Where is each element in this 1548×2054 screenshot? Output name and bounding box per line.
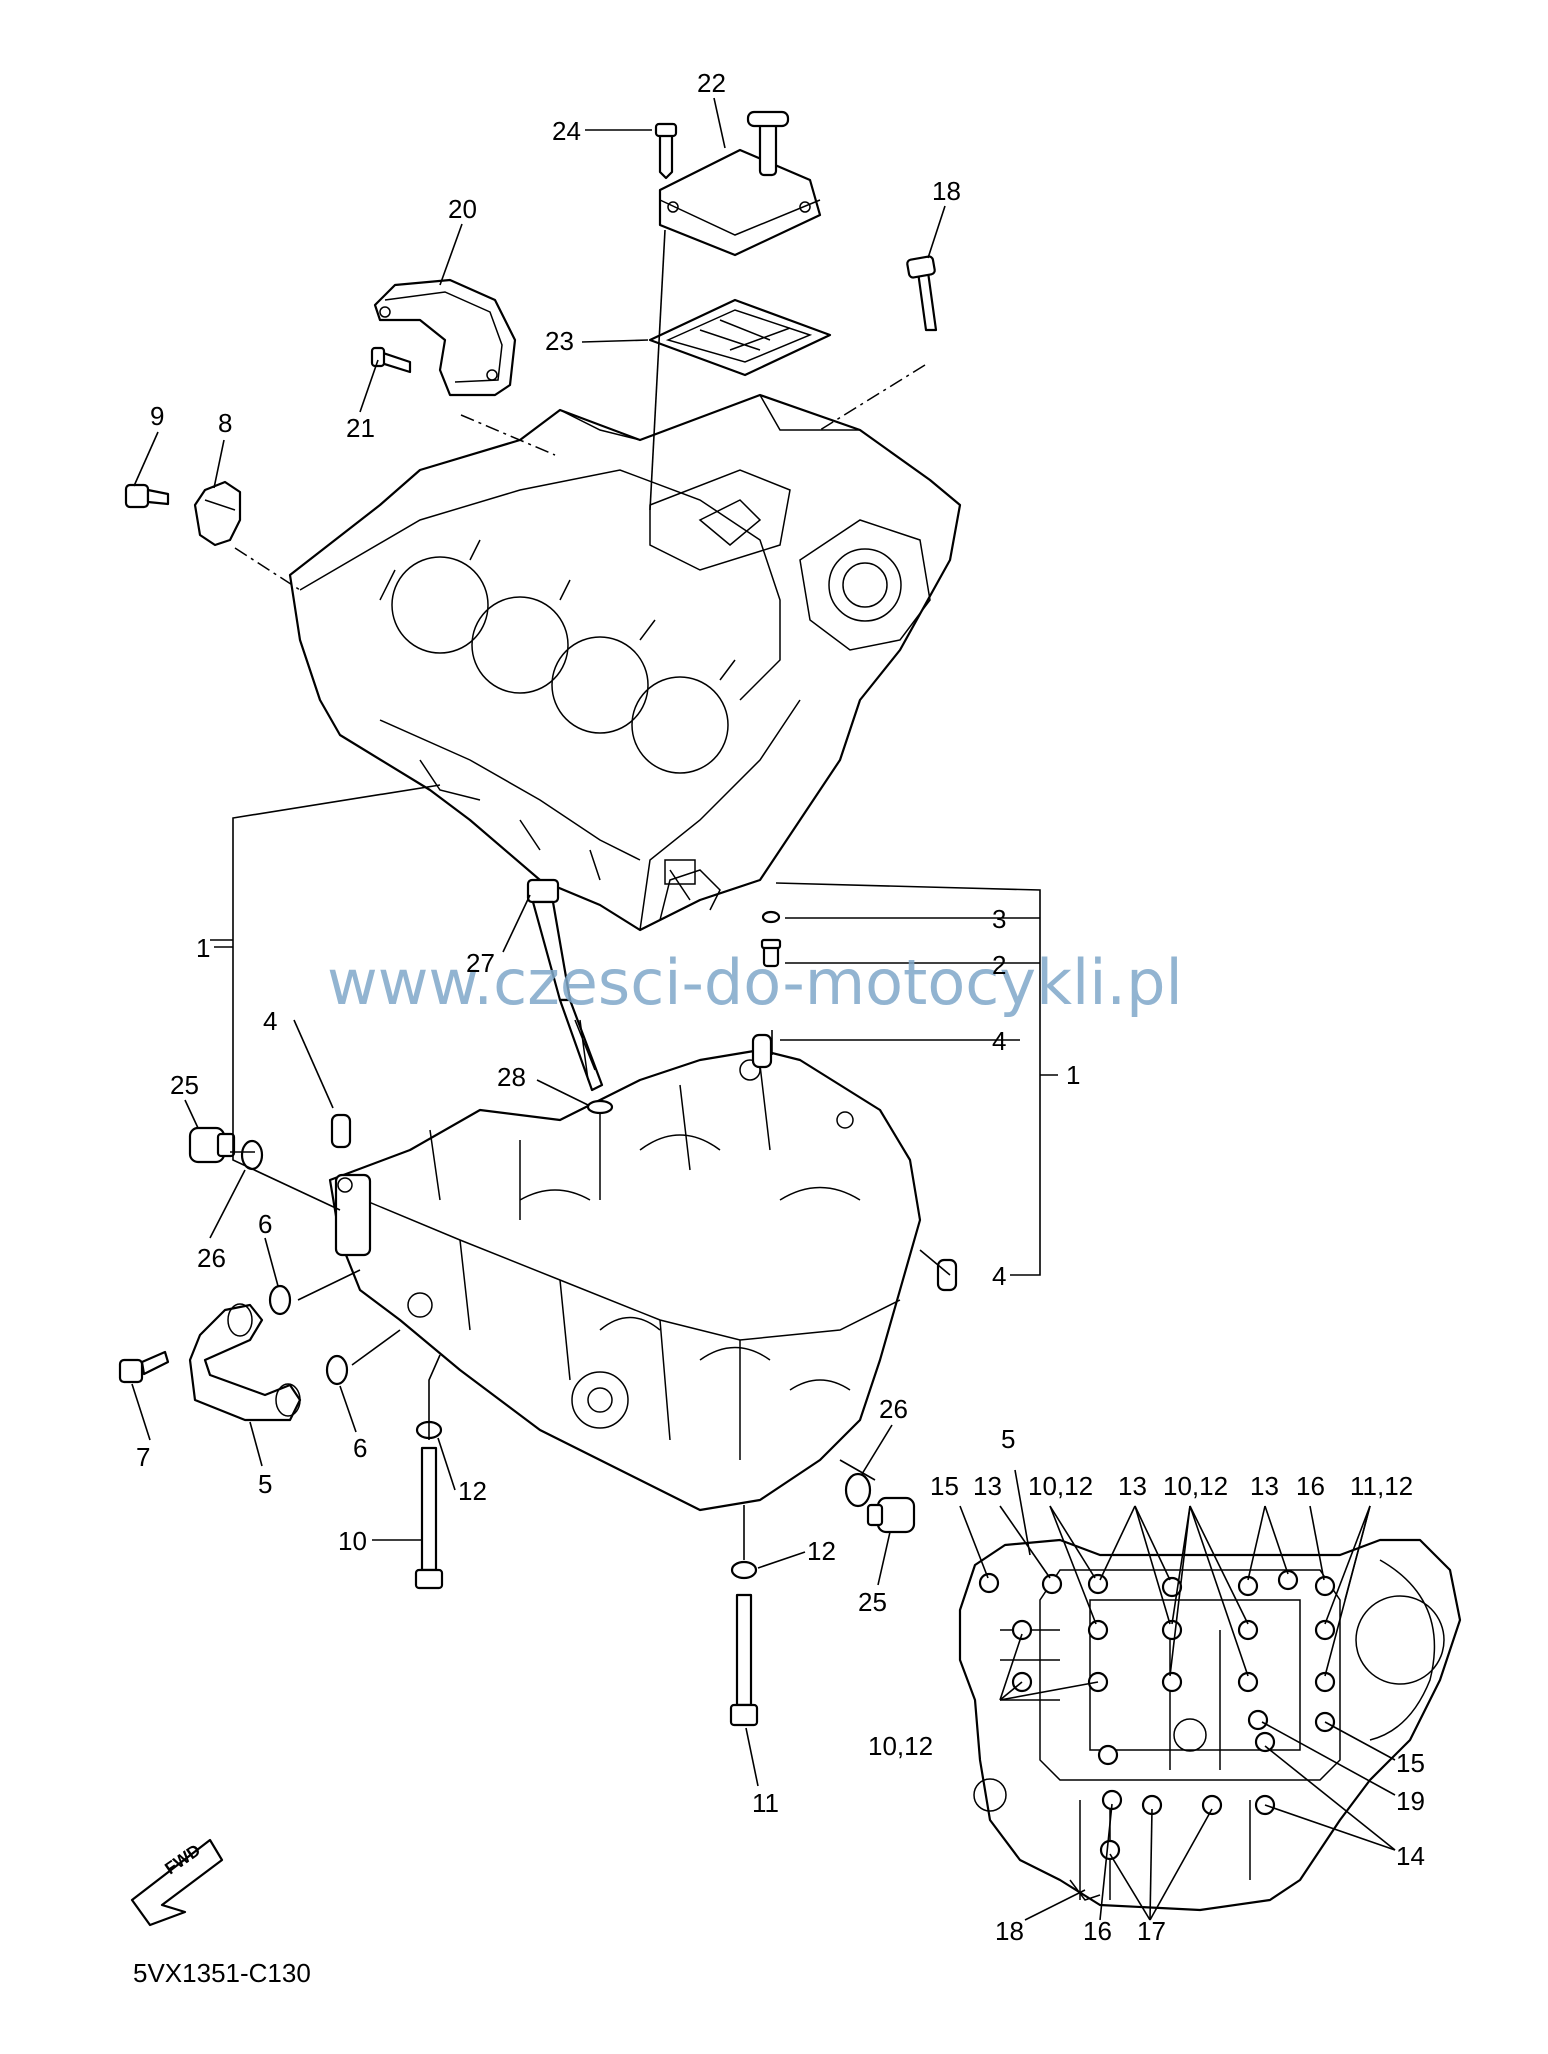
watermark-url: www.czesci-do-motocykli.pl [327, 946, 1183, 1019]
washer-6-upper [268, 1284, 292, 1316]
bolt-18 [906, 255, 938, 332]
fwd-arrow-icon: FWD [130, 1838, 224, 1927]
callout-3: 3 [992, 904, 1006, 934]
dipstick-27 [526, 878, 604, 1092]
washer-6-lower [325, 1354, 349, 1386]
detail-callout-5: 5 [1001, 1424, 1015, 1454]
detail-callout-15-bottom: 15 [1396, 1748, 1425, 1778]
callout-26-left: 26 [197, 1243, 226, 1273]
detail-callout-19: 19 [1396, 1786, 1425, 1816]
detail-leaders [959, 1469, 1396, 1921]
callout-10: 10 [338, 1526, 367, 1556]
callout-24: 24 [552, 116, 581, 146]
washer-12-right [730, 1560, 758, 1580]
detail-callout-13-a: 13 [973, 1471, 1002, 1501]
breather-cover-assembly [648, 110, 832, 377]
detail-callout-16-top: 16 [1296, 1471, 1325, 1501]
callout-4-left: 4 [263, 1006, 277, 1036]
callout-labels: 22 24 18 20 23 21 9 8 1 3 2 4 4 1 4 27 2… [136, 68, 1425, 1946]
o-ring-28 [586, 1099, 614, 1115]
bolt-11 [729, 1593, 759, 1727]
callout-25-right: 25 [858, 1587, 887, 1617]
callout-2: 2 [992, 950, 1006, 980]
bracket-1 [210, 784, 1058, 1276]
dowel-pin-right [936, 1258, 958, 1292]
callout-18: 18 [932, 176, 961, 206]
cover-20 [370, 278, 517, 397]
detail-callout-13-c: 13 [1250, 1471, 1279, 1501]
callout-4-center: 4 [992, 1026, 1006, 1056]
dowel-pin-left [330, 1113, 352, 1149]
detail-callout-13-b: 13 [1118, 1471, 1147, 1501]
callout-leaders [131, 97, 946, 1787]
drain-plug-25-left [188, 1126, 236, 1164]
bolt-9 [124, 483, 170, 509]
detail-callout-17: 17 [1137, 1916, 1166, 1946]
bolt-24 [658, 130, 674, 180]
callout-11: 11 [752, 1788, 779, 1818]
callout-6-lower: 6 [353, 1433, 367, 1463]
detail-view-bottom [958, 1538, 1462, 1912]
callout-28: 28 [497, 1062, 526, 1092]
upper-crankcase [288, 393, 962, 932]
detail-callout-10-12-c: 10,12 [868, 1731, 933, 1761]
detail-callout-16-bottom: 16 [1083, 1916, 1112, 1946]
washer-26-right [844, 1472, 872, 1508]
callout-5: 5 [258, 1469, 272, 1499]
callout-22: 22 [697, 68, 726, 98]
callout-12-right: 12 [807, 1536, 836, 1566]
callout-4-right: 4 [992, 1261, 1006, 1291]
callout-8: 8 [218, 408, 232, 438]
callout-23: 23 [545, 326, 574, 356]
oil-pipe-5 [188, 1303, 302, 1422]
assembly-lines [230, 229, 951, 1560]
callout-20: 20 [448, 194, 477, 224]
detail-callout-14: 14 [1396, 1841, 1425, 1871]
detail-callout-18: 18 [995, 1916, 1024, 1946]
callout-26-right: 26 [879, 1394, 908, 1424]
o-ring-3 [761, 910, 781, 924]
dowel-pin-center [751, 1033, 773, 1069]
figure-code: 5VX1351-C130 [133, 1958, 311, 1988]
bolt-7 [118, 1350, 170, 1384]
detail-callout-10-12-b: 10,12 [1163, 1471, 1228, 1501]
callout-6-upper: 6 [258, 1209, 272, 1239]
callout-7: 7 [136, 1442, 150, 1472]
jet-2 [760, 938, 782, 968]
detail-callout-15-top: 15 [930, 1471, 959, 1501]
callout-25-left: 25 [170, 1070, 199, 1100]
callout-1-right: 1 [1066, 1060, 1080, 1090]
lower-crankcase [328, 1048, 922, 1512]
detail-callout-11-12: 11,12 [1350, 1471, 1413, 1501]
callout-12-left: 12 [458, 1476, 487, 1506]
callout-21: 21 [346, 413, 375, 443]
drain-plug-25-right [866, 1496, 916, 1534]
bolt-10 [414, 1446, 444, 1590]
plug-8 [193, 480, 242, 547]
detail-callout-10-12-a: 10,12 [1028, 1471, 1093, 1501]
breather-gasket [648, 298, 832, 377]
callout-1-left: 1 [196, 933, 210, 963]
callout-27: 27 [466, 948, 495, 978]
callout-9: 9 [150, 401, 164, 431]
